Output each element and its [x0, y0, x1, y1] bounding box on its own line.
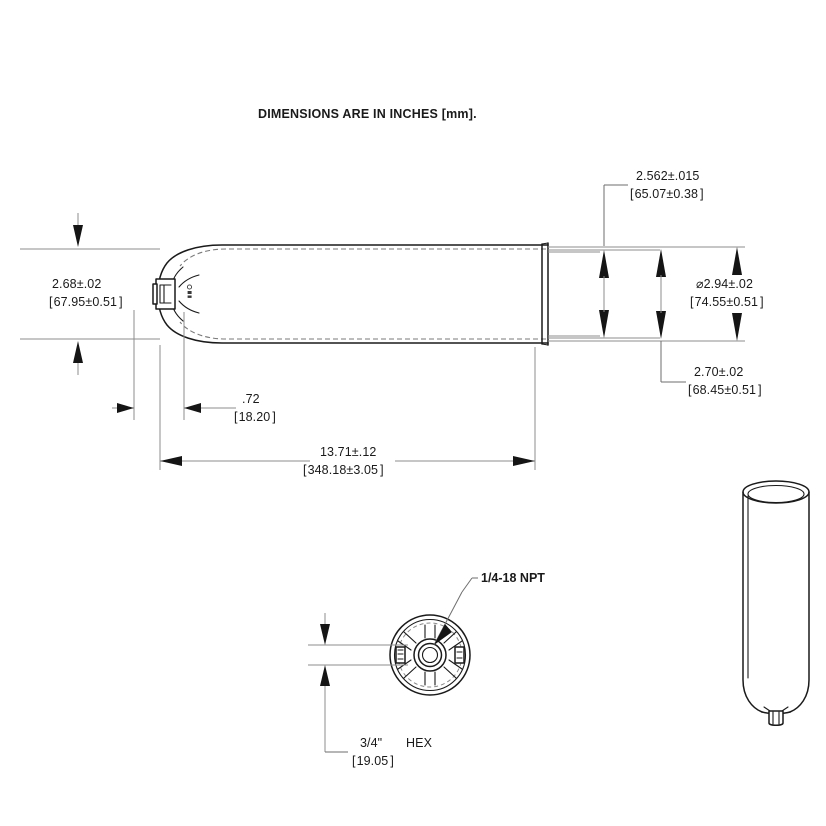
arrow-outer-top — [732, 247, 742, 275]
bracket-open: [ — [49, 295, 53, 309]
dimension-outer-diameter: ⌀2.94±.02 [74.55±0.51] — [690, 247, 764, 341]
dim-outer-diameter-mm-value: 74.55±0.51 — [695, 295, 758, 309]
callout-thread-spec-label: 1/4-18 NPT — [481, 571, 545, 585]
dim-port-offset-inch: .72 — [242, 392, 260, 406]
dim-body-diameter-left-mm-value: 67.95±0.51 — [54, 295, 117, 309]
dim-body-diameter-left-inch: 2.68±.02 — [52, 277, 101, 291]
arrow-port-left — [117, 403, 134, 413]
dim-collar-length-mm: [65.07±0.38] — [630, 187, 704, 201]
arrow-collar-top — [599, 250, 609, 278]
dimension-hex-size: 3/4" HEX [19.05] — [308, 613, 433, 768]
end-view-hex-flat-right — [454, 646, 465, 664]
dimension-collar-length: 2.562±.015 [65.07±0.38] — [599, 169, 704, 338]
end-view-hex-flat-left — [395, 646, 406, 664]
bracket-close: ] — [758, 383, 762, 397]
iso-body-right — [789, 491, 810, 713]
dim-body-diameter-left-mm: [67.95±0.51] — [49, 295, 123, 309]
bracket-close: ] — [390, 754, 394, 768]
dim-collar-length-mm-value: 65.07±0.38 — [635, 187, 698, 201]
arrow-hex-top — [320, 624, 330, 645]
bracket-close: ] — [760, 295, 764, 309]
iso-fitting-shoulder — [763, 706, 789, 712]
dim-inner-diameter-mm: [68.45±0.51] — [688, 383, 762, 397]
dim-overall-length-inch: 13.71±.12 — [320, 445, 376, 459]
iso-top-rim-outer — [742, 480, 810, 504]
bracket-open: [ — [688, 383, 692, 397]
iso-bottom-fitting — [768, 710, 784, 726]
arrow-thread-callout — [434, 624, 452, 645]
bracket-open: [ — [690, 295, 694, 309]
internal-seam-top — [178, 274, 200, 288]
dim-inner-diameter-mm-value: 68.45±0.51 — [693, 383, 756, 397]
fitting-marking — [186, 283, 193, 301]
collar-bottom-face — [541, 343, 549, 346]
bracket-close: ] — [272, 410, 276, 424]
hex-fitting-tip — [152, 283, 158, 305]
hidden-profile-top — [179, 248, 546, 267]
dim-port-offset-mm: [18.20] — [234, 410, 276, 424]
hidden-profile-bottom — [179, 321, 546, 340]
iso-top-rim-inner — [747, 484, 805, 504]
arrow-hex-bottom — [320, 665, 330, 686]
drawing-title: DIMENSIONS ARE IN INCHES [mm]. — [258, 107, 477, 121]
arrow-up — [73, 225, 83, 247]
dim-hex-size-mm-value: 19.05 — [357, 754, 389, 768]
arrow-collar-bottom — [599, 310, 609, 338]
dim-outer-diameter-inch: ⌀2.94±.02 — [696, 277, 753, 291]
bracket-open: [ — [303, 463, 307, 477]
end-view-inner-circle — [393, 618, 467, 692]
hex-fitting-detail — [159, 284, 172, 304]
body-outline — [157, 244, 549, 344]
arrow-length-left — [160, 456, 182, 466]
arrow-inner-top — [656, 249, 666, 277]
collar-top-face — [541, 242, 549, 245]
dim-overall-length-mm: [348.18±3.05] — [303, 463, 384, 477]
end-view-port-bore — [421, 646, 439, 664]
bracket-close: ] — [700, 187, 704, 201]
arrow-outer-bottom — [732, 313, 742, 341]
dim-hex-size-inch: 3/4" — [360, 736, 382, 750]
dimension-port-offset: .72 [18.20] — [112, 310, 276, 424]
arrow-port-right — [184, 403, 201, 413]
arrow-down — [73, 341, 83, 363]
iso-view — [742, 480, 810, 726]
arrow-inner-bottom — [656, 311, 666, 339]
dim-port-offset-mm-value: 18.20 — [239, 410, 271, 424]
end-view-spokes — [397, 624, 463, 686]
dimension-body-diameter-left: 2.68±.02 [67.95±0.51] — [20, 213, 160, 375]
dim-hex-size-suffix: HEX — [406, 736, 433, 750]
bracket-open: [ — [352, 754, 356, 768]
iso-body-left — [742, 491, 763, 713]
bracket-open: [ — [234, 410, 238, 424]
end-view-port-outer — [417, 642, 443, 668]
callout-thread-spec: 1/4-18 NPT — [433, 571, 545, 646]
end-view — [389, 614, 471, 696]
bracket-open: [ — [630, 187, 634, 201]
dim-hex-size-mm: [19.05] — [352, 754, 394, 768]
dim-inner-diameter-inch: 2.70±.02 — [694, 365, 743, 379]
dim-collar-length-inch: 2.562±.015 — [636, 169, 699, 183]
dim-overall-length-mm-value: 348.18±3.05 — [308, 463, 379, 477]
iso-fitting-detail — [772, 711, 780, 725]
dim-outer-diameter-mm: [74.55±0.51] — [690, 295, 764, 309]
dimension-inner-diameter: 2.70±.02 [68.45±0.51] — [656, 249, 762, 397]
bracket-close: ] — [380, 463, 384, 477]
dimension-overall-length: 13.71±.12 [348.18±3.05] — [159, 345, 536, 477]
bracket-close: ] — [119, 295, 123, 309]
hex-fitting-body — [155, 278, 176, 310]
arrow-length-right — [513, 456, 535, 466]
side-view — [152, 242, 745, 346]
internal-seam-bottom — [178, 300, 200, 314]
